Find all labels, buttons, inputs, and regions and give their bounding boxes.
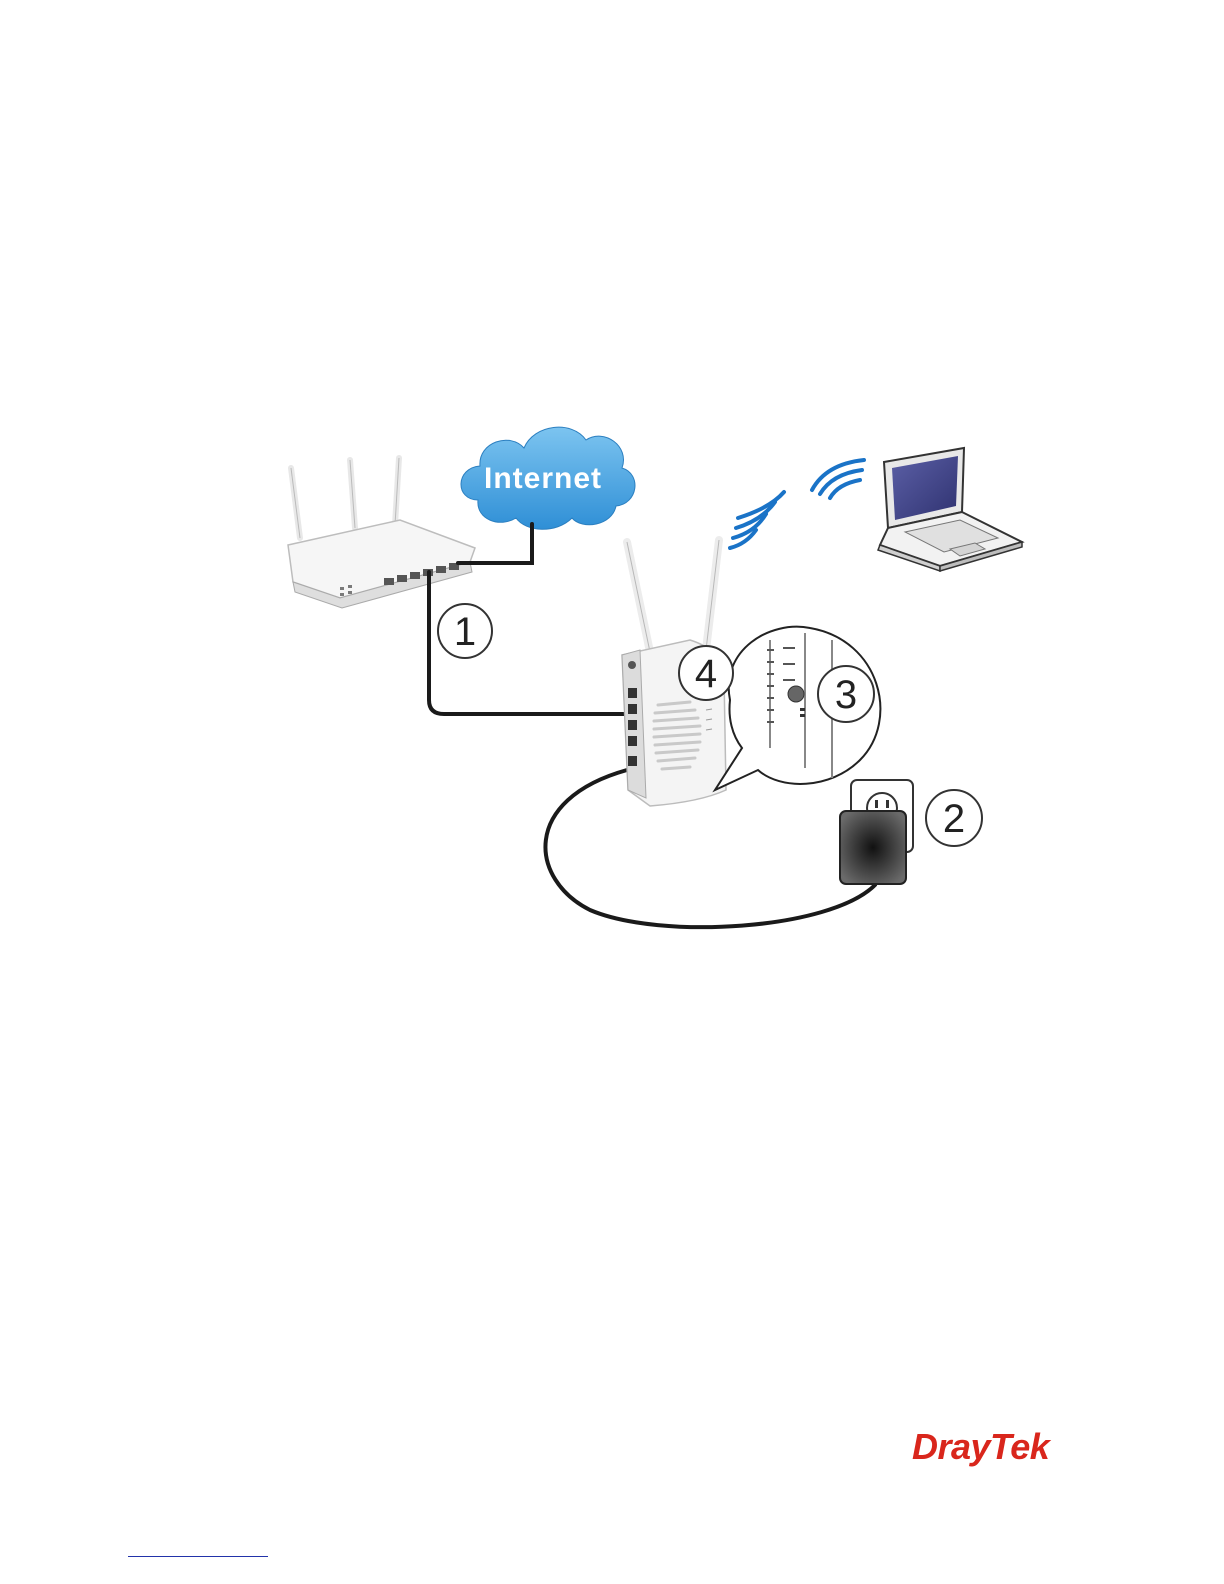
step-label-2: 2 — [943, 797, 965, 841]
step-marker-3: 3 — [818, 666, 874, 722]
wifi-signal-ap — [730, 492, 784, 548]
step-marker-4: 4 — [679, 646, 733, 700]
step-label-4: 4 — [695, 652, 717, 696]
internet-label: Internet — [484, 462, 602, 495]
power-adapter — [840, 811, 906, 884]
footer-divider — [128, 1556, 268, 1557]
router — [288, 458, 475, 608]
wifi-signal-laptop — [812, 460, 864, 498]
step-label-1: 1 — [454, 610, 476, 654]
step-marker-1: 1 — [438, 604, 492, 658]
laptop — [878, 448, 1022, 571]
step-marker-2: 2 — [926, 790, 982, 846]
draytek-logo: DrayTek — [912, 1426, 1049, 1468]
step-label-3: 3 — [835, 673, 857, 717]
